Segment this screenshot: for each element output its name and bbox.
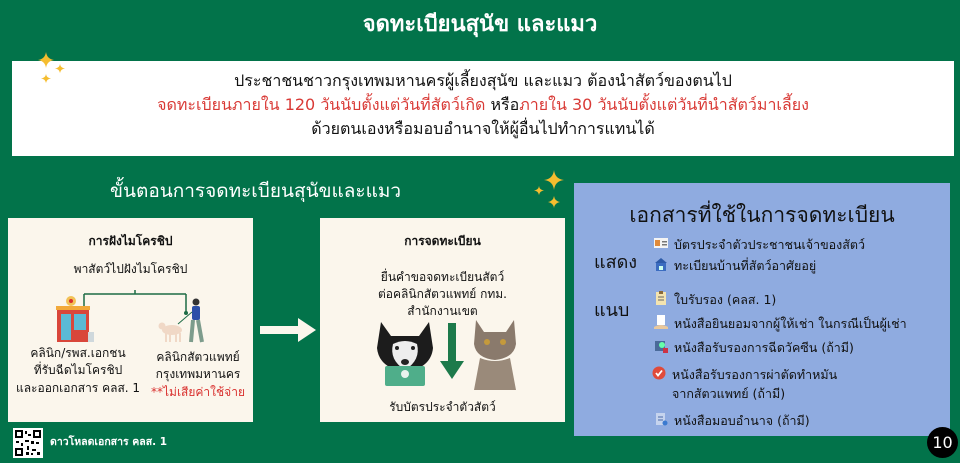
microchip-title: การฝังไมโครชิป xyxy=(88,234,173,248)
sterilization-certificate-icon xyxy=(652,366,666,380)
show-item-id-card: บัตรประจำตัวประชาชนเจ้าของสัตว์ xyxy=(654,235,865,255)
consent-letter-text: หนังสือยินยอมจากผู้ให้เช่า ในกรณีเป็นผู้… xyxy=(674,316,907,331)
qr-code-icon xyxy=(15,430,41,456)
bma-clinic-line-2: กรุงเทพมหานคร xyxy=(155,367,241,382)
registration-description: ยื่นคำขอจดทะเบียนสัตว์ ต่อคลินิกสัตวแพทย… xyxy=(320,269,565,319)
page-title: จดทะเบียนสุนัข และแมว xyxy=(362,12,598,37)
registration-title: การจดทะเบียน xyxy=(404,234,481,248)
bma-clinic-label: คลินิกสัตวแพทย์ กรุงเทพมหานคร **ไม่เสียค… xyxy=(144,349,252,401)
documents-panel: เอกสารที่ใช้ในการจดทะเบียน แสดง บัตรประจ… xyxy=(574,183,950,436)
arrow-right-icon xyxy=(260,318,316,342)
arrow-down-icon xyxy=(440,323,464,379)
microchip-subtitle: พาสัตว์ไปฝังไมโครชิป xyxy=(73,262,188,276)
id-card-icon xyxy=(654,238,668,248)
banner-line-1: ประชาชนชาวกรุงเทพมหานครผู้เลี้ยงสุนัข แล… xyxy=(234,71,732,90)
banner-line-2: จดทะเบียนภายใน 120 วันนับตั้งแต่วันที่สั… xyxy=(12,93,954,117)
private-clinic-line-1: คลินิก/รพส.เอกชน xyxy=(30,346,126,360)
receive-pet-id-card: รับบัตรประจำตัวสัตว์ xyxy=(389,400,496,414)
attach-item-sterilization-certificate: หนังสือรับรองการผ่าตัดทำหมันจากสัตวแพทย์… xyxy=(652,365,837,404)
banner-line-3: ด้วยตนเองหรือมอบอำนาจให้ผู้อื่นไปทำการแท… xyxy=(311,119,655,138)
dog-with-card-image xyxy=(377,322,433,386)
clipboard-icon xyxy=(656,291,666,305)
microchip-card: การฝังไมโครชิป พาสัตว์ไปฝังไมโครชิป คลิน… xyxy=(8,218,253,422)
registration-desc-line-2: ต่อคลินิกสัตวแพทย์ กทม. xyxy=(377,286,507,301)
attach-item-consent-letter: หนังสือยินยอมจากผู้ให้เช่า ในกรณีเป็นผู้… xyxy=(654,314,907,334)
certificate-text: ใบรับรอง (คลส. 1) xyxy=(674,292,777,307)
download-form-link[interactable]: ดาวโหลดเอกสาร คลส. 1 xyxy=(50,436,168,448)
id-card-text: บัตรประจำตัวประชาชนเจ้าของสัตว์ xyxy=(674,237,866,252)
power-of-attorney-text: หนังสือมอบอำนาจ (ถ้ามี) xyxy=(674,413,810,428)
sparkle-icon xyxy=(38,52,68,86)
person-walking-dog-icon xyxy=(158,298,204,343)
steps-title: ขั้นตอนการจดทะเบียนสุนัขและแมว xyxy=(110,180,402,202)
cat-image xyxy=(474,320,516,390)
private-clinic-line-2: ที่รับฉีดไมโครชิป xyxy=(33,363,123,378)
vaccine-certificate-icon xyxy=(655,341,668,353)
page-number-badge: 10 xyxy=(927,427,958,458)
banner-or: หรือ xyxy=(485,95,520,114)
show-item-house-registration: ทะเบียนบ้านที่สัตว์อาศัยอยู่ xyxy=(654,256,816,276)
attach-item-certificate: ใบรับรอง (คลส. 1) xyxy=(654,290,776,310)
private-clinic-line-3: และออกเอกสาร คลส. 1 xyxy=(15,380,141,395)
attach-item-vaccine-certificate: หนังสือรับรองการฉีดวัคซีน (ถ้ามี) xyxy=(654,338,854,358)
consent-letter-icon xyxy=(654,315,668,329)
show-label: แสดง xyxy=(594,252,638,273)
house-registration-text: ทะเบียนบ้านที่สัตว์อาศัยอยู่ xyxy=(674,258,817,273)
banner-deadline-adoption: ภายใน 30 วันนับตั้งแต่วันที่นำสัตว์มาเลี… xyxy=(519,95,809,114)
power-of-attorney-icon xyxy=(656,413,668,426)
sterilization-line-2: จากสัตวแพทย์ (ถ้ามี) xyxy=(672,386,786,402)
sterilization-line-1: หนังสือรับรองการผ่าตัดทำหมัน xyxy=(672,367,838,382)
private-clinic-label: คลินิก/รพส.เอกชน ที่รับฉีดไมโครชิป และออ… xyxy=(14,345,142,397)
registration-desc-line-3: สำนักงานเขต xyxy=(407,303,478,318)
attach-item-power-of-attorney: หนังสือมอบอำนาจ (ถ้ามี) xyxy=(654,411,810,431)
info-banner: ประชาชนชาวกรุงเทพมหานครผู้เลี้ยงสุนัข แล… xyxy=(12,61,954,156)
sparkle-icon xyxy=(534,170,566,214)
attach-label: แนบ xyxy=(594,300,630,321)
documents-title: เอกสารที่ใช้ในการจดทะเบียน xyxy=(629,203,895,227)
qr-code-download[interactable] xyxy=(13,428,43,458)
house-registration-icon xyxy=(655,258,667,271)
vaccine-certificate-text: หนังสือรับรองการฉีดวัคซีน (ถ้ามี) xyxy=(674,340,854,355)
clinic-building-icon xyxy=(56,296,94,342)
bma-clinic-line-1: คลินิกสัตวแพทย์ xyxy=(156,350,240,364)
registration-desc-line-1: ยื่นคำขอจดทะเบียนสัตว์ xyxy=(380,270,505,284)
free-of-charge-note: **ไม่เสียค่าใช้จ่าย xyxy=(151,384,245,399)
sterilization-certificate-text: หนังสือรับรองการผ่าตัดทำหมันจากสัตวแพทย์… xyxy=(672,365,837,404)
banner-deadline-birth: จดทะเบียนภายใน 120 วันนับตั้งแต่วันที่สั… xyxy=(157,95,486,114)
registration-card: การจดทะเบียน ยื่นคำขอจดทะเบียนสัตว์ ต่อค… xyxy=(320,218,565,422)
